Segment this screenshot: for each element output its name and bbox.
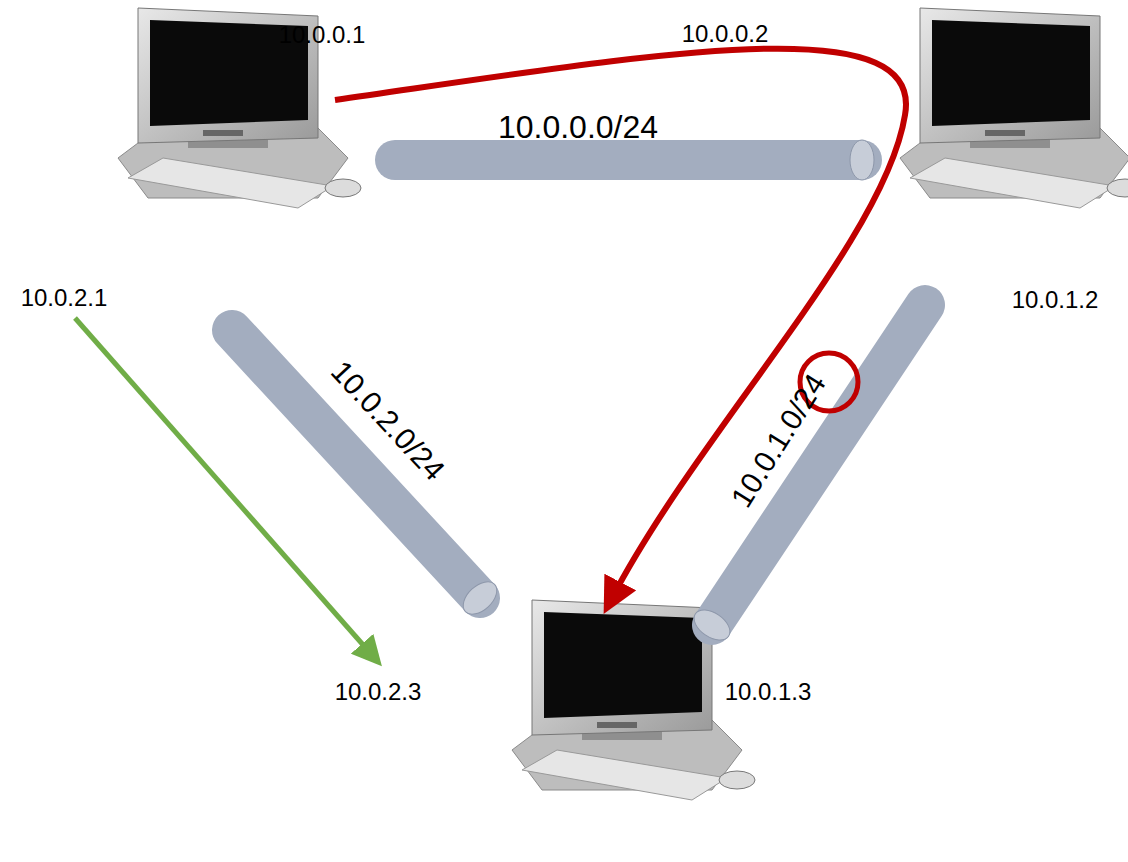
subnet-tube xyxy=(395,140,874,180)
computer xyxy=(512,600,755,800)
subnet-tube xyxy=(232,330,503,620)
route-arrow xyxy=(75,318,372,655)
ip-label: 10.0.0.1 xyxy=(279,22,366,48)
ip-label: 10.0.1.3 xyxy=(725,679,812,705)
ip-label: 10.0.2.1 xyxy=(21,285,108,311)
ip-label: 10.0.1.2 xyxy=(1012,287,1099,313)
subnet-tube xyxy=(689,305,925,646)
ip-label: 10.0.2.3 xyxy=(335,679,422,705)
route-arrow xyxy=(335,49,906,598)
ip-label: 10.0.0.0/24 xyxy=(498,110,658,145)
computer xyxy=(900,8,1128,208)
ip-label: 10.0.0.2 xyxy=(682,21,769,47)
